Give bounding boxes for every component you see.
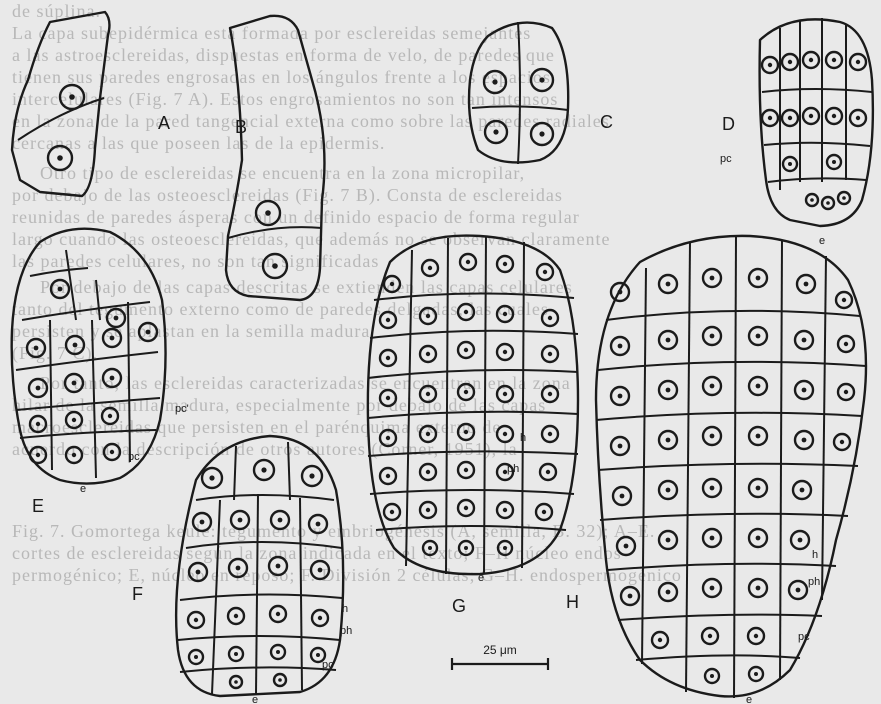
scale-bar-label: 25 μm	[483, 643, 517, 657]
panel-a: A	[12, 12, 170, 196]
label-e-pc-prime: pc'	[175, 403, 189, 415]
label-e-e: e	[80, 483, 86, 495]
label-f: F	[132, 584, 143, 604]
label-f-ph: ph	[340, 625, 352, 637]
label-h-ph: ph	[808, 576, 820, 588]
panel-b: B	[226, 16, 324, 300]
scale-bar: 25 μm	[452, 643, 548, 670]
label-f-e: e	[252, 694, 258, 704]
label-h-pc: pc	[798, 631, 810, 643]
panel-c: C	[469, 22, 613, 164]
label-f-pc: pc	[322, 659, 334, 671]
label-d-e: e	[819, 235, 825, 247]
label-f-h: h	[342, 603, 348, 615]
label-b: B	[235, 117, 247, 137]
label-g-h: h	[520, 432, 526, 444]
panel-g: h ph e G	[368, 236, 578, 616]
label-e-pc: pc	[128, 451, 140, 463]
label-g-ph: ph	[507, 463, 519, 475]
label-h-e: e	[746, 694, 752, 704]
label-c: C	[600, 112, 613, 132]
label-e: E	[32, 496, 44, 516]
label-a: A	[158, 113, 170, 133]
label-g: G	[452, 596, 466, 616]
panel-d: D pc e	[720, 18, 873, 247]
panel-f: F h ph pc e	[132, 436, 352, 704]
label-d-pc: pc	[720, 153, 732, 165]
label-d: D	[722, 114, 735, 134]
label-h: H	[566, 592, 579, 612]
panel-h: h ph pc e H	[566, 236, 866, 704]
label-g-e: e	[478, 572, 484, 584]
panel-e: pc' pc e E	[12, 229, 189, 516]
label-h-h: h	[812, 549, 818, 561]
